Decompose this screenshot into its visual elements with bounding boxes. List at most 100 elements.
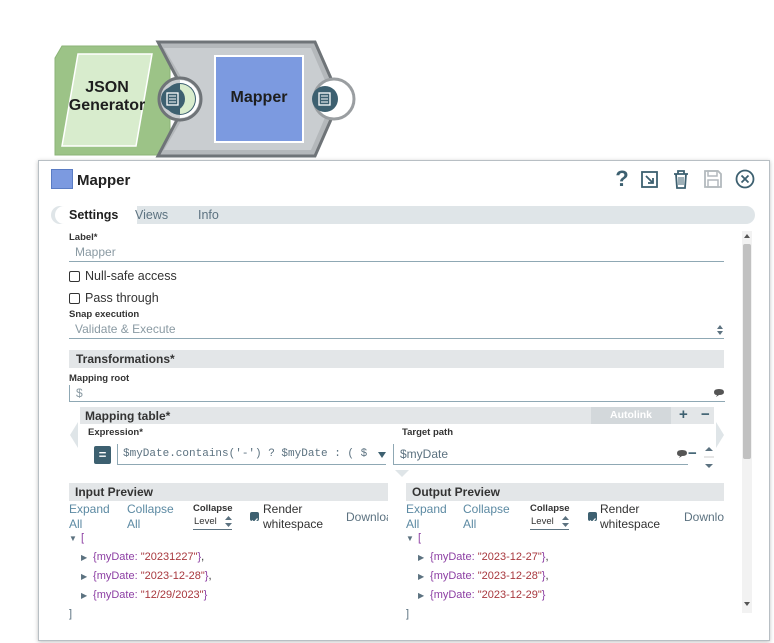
autolink-button[interactable]: Autolink: [591, 407, 671, 424]
connection-port[interactable]: [159, 78, 201, 120]
output-root-toggle-icon[interactable]: ▼: [406, 529, 418, 548]
expand-arrow-icon[interactable]: ▶: [81, 567, 93, 586]
expression-dropdown-icon[interactable]: [378, 452, 386, 458]
json-generator-snap[interactable]: JSON Generator: [55, 46, 170, 155]
svg-text:?: ?: [615, 168, 628, 190]
output-preview-tree: ▼[ ▶{myDate: "2023-12-27"}, ▶{myDate: "2…: [406, 529, 724, 624]
row-reorder-icon[interactable]: [704, 446, 714, 470]
target-path-caption: Target path: [402, 427, 453, 438]
mapping-table-title: Mapping table*: [85, 409, 170, 423]
expand-arrow-icon[interactable]: ▶: [418, 567, 430, 586]
output-stepper-icon: [562, 516, 569, 527]
input-preview-header: Input Preview: [69, 483, 388, 501]
save-icon[interactable]: [701, 167, 725, 191]
tab-bar: Settings Views Info: [51, 206, 755, 224]
expand-arrow-icon[interactable]: ▶: [81, 586, 93, 605]
input-close-bracket: ]: [69, 605, 389, 624]
output-preview-title: Output Preview: [412, 485, 500, 499]
mapping-root-caption: Mapping root: [69, 373, 129, 384]
json-generator-label-line2: Generator: [69, 97, 145, 114]
output-close-bracket: ]: [406, 605, 724, 624]
snap-execution-caption: Snap execution: [69, 309, 139, 320]
input-stepper-icon: [225, 516, 232, 527]
help-icon[interactable]: ?: [610, 167, 634, 191]
input-preview-tree: ▼[ ▶{myDate: "20231227"}, ▶{myDate: "202…: [69, 529, 389, 624]
input-collapse-all-link[interactable]: Collapse All: [127, 502, 182, 532]
pipeline-canvas: JSON Generator Mapper: [0, 0, 380, 160]
transformations-section: Transformations*: [69, 350, 724, 368]
tab-info[interactable]: Info: [198, 208, 219, 222]
comment-icon[interactable]: [713, 388, 725, 398]
snap-execution-value: Validate & Execute: [75, 322, 176, 336]
select-arrows-icon: [716, 324, 724, 336]
trash-icon[interactable]: [669, 167, 693, 191]
expression-input[interactable]: $myDate.contains('-') ? $myDate : ( $: [117, 444, 386, 465]
label-input[interactable]: Mapper: [69, 244, 724, 262]
pass-through-label: Pass through: [85, 291, 159, 305]
dialog-title: Mapper: [77, 172, 130, 189]
label-input-value: Mapper: [75, 245, 116, 259]
json-generator-label-line1: JSON: [85, 79, 129, 96]
input-collapse-level-value: Level: [194, 516, 217, 527]
input-render-whitespace-label: Render whitespace: [263, 502, 333, 532]
output-download-link[interactable]: Download: [684, 510, 724, 525]
input-download-link[interactable]: Download: [346, 510, 388, 525]
add-row-button[interactable]: +: [679, 406, 688, 423]
output-row-3: ▶{myDate: "2023-12-29"}: [406, 586, 724, 605]
mapper-snap-label: Mapper: [231, 89, 288, 106]
label-caption: Label*: [69, 232, 98, 243]
mapping-table-header: Mapping table* Autolink + −: [80, 407, 714, 424]
output-collapse-level-value: Level: [531, 516, 554, 527]
target-comment-icon[interactable]: [676, 449, 688, 459]
snap-color-swatch: [51, 169, 73, 189]
output-collapse-all-link[interactable]: Collapse All: [463, 502, 518, 532]
target-path-input[interactable]: $myDate: [393, 444, 688, 465]
output-collapse-level-caption: Collapse: [530, 503, 570, 514]
expression-toggle-button[interactable]: =: [94, 446, 111, 464]
output-render-whitespace-checkbox[interactable]: [588, 512, 597, 521]
remove-row-button[interactable]: −: [701, 406, 710, 423]
mapping-root-value: $: [76, 386, 83, 400]
output-expand-all-link[interactable]: Expand All: [406, 502, 456, 532]
input-row-3: ▶{myDate: "12/29/2023"}: [69, 586, 389, 605]
null-safe-access-row[interactable]: Null-safe access: [69, 269, 177, 283]
mapping-root-input[interactable]: $: [69, 385, 725, 402]
tab-settings[interactable]: Settings: [69, 208, 118, 222]
export-icon[interactable]: [638, 167, 662, 191]
scroll-up-icon[interactable]: [743, 232, 751, 240]
output-row-2: ▶{myDate: "2023-12-28"},: [406, 567, 724, 586]
expression-value: $myDate.contains('-') ? $myDate : ( $: [123, 448, 367, 460]
expand-arrow-icon[interactable]: ▶: [81, 548, 93, 567]
settings-scrollbar-thumb[interactable]: [743, 244, 751, 459]
row-remove-button[interactable]: −: [688, 445, 697, 462]
pass-through-row[interactable]: Pass through: [69, 291, 159, 305]
output-row-1: ▶{myDate: "2023-12-27"},: [406, 548, 724, 567]
mapping-table-right-arrow[interactable]: [715, 404, 725, 466]
mapper-settings-dialog: Mapper ? Settings Views Info Label* Mapp…: [38, 160, 770, 641]
input-render-whitespace-checkbox[interactable]: [250, 512, 259, 521]
output-render-whitespace-label: Render whitespace: [600, 502, 670, 532]
expand-arrow-icon[interactable]: ▶: [418, 548, 430, 567]
close-icon[interactable]: [733, 167, 757, 191]
input-collapse-level-select[interactable]: Level: [193, 515, 232, 530]
input-expand-all-link[interactable]: Expand All: [69, 502, 119, 532]
input-root-toggle-icon[interactable]: ▼: [69, 529, 81, 548]
tab-views[interactable]: Views: [135, 208, 168, 222]
mapping-table-left-arrow[interactable]: [69, 404, 79, 466]
target-path-value: $myDate: [400, 447, 448, 461]
input-row-1: ▶{myDate: "20231227"},: [69, 548, 389, 567]
null-safe-access-checkbox[interactable]: [69, 271, 80, 282]
transformations-title: Transformations*: [76, 352, 175, 366]
output-port[interactable]: [312, 79, 354, 119]
input-row-2: ▶{myDate: "2023-12-28"},: [69, 567, 389, 586]
expression-caption: Expression*: [88, 427, 143, 438]
snap-execution-select[interactable]: Validate & Execute: [69, 321, 724, 339]
output-preview-header: Output Preview: [406, 483, 724, 501]
output-open-bracket: [: [418, 532, 421, 544]
preview-divider-arrow: [395, 470, 409, 478]
output-collapse-level-select[interactable]: Level: [530, 515, 569, 530]
expand-arrow-icon[interactable]: ▶: [418, 586, 430, 605]
pass-through-checkbox[interactable]: [69, 293, 80, 304]
scroll-down-icon[interactable]: [743, 600, 751, 608]
input-preview-title: Input Preview: [75, 485, 153, 499]
